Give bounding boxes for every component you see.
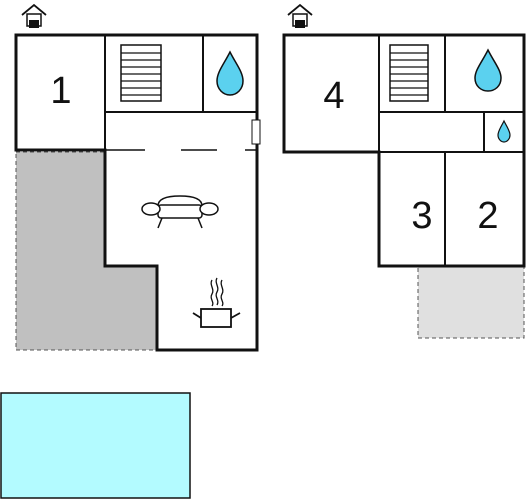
house-entrance-icon bbox=[287, 3, 313, 28]
cooking-pot-icon bbox=[192, 277, 241, 328]
room-label-4: 4 bbox=[323, 75, 344, 117]
upper-floor-plan: 4 3 2 bbox=[282, 3, 526, 339]
stairs-icon bbox=[120, 44, 162, 102]
pool-area bbox=[0, 392, 191, 499]
room-label-1: 1 bbox=[50, 70, 71, 112]
sofa-icon bbox=[141, 195, 219, 229]
house-entrance-icon bbox=[21, 3, 47, 28]
ground-floor-plan: 1 bbox=[14, 3, 261, 352]
water-drop-icon bbox=[474, 48, 502, 92]
room-label-2: 2 bbox=[477, 195, 498, 237]
stairs-icon bbox=[389, 44, 429, 102]
door-marker bbox=[251, 119, 261, 145]
water-drop-small-icon bbox=[497, 119, 511, 143]
room-label-3: 3 bbox=[411, 195, 432, 237]
upper-terrace bbox=[417, 265, 525, 339]
water-drop-icon bbox=[216, 50, 244, 96]
upper-floor-walls bbox=[282, 33, 526, 268]
